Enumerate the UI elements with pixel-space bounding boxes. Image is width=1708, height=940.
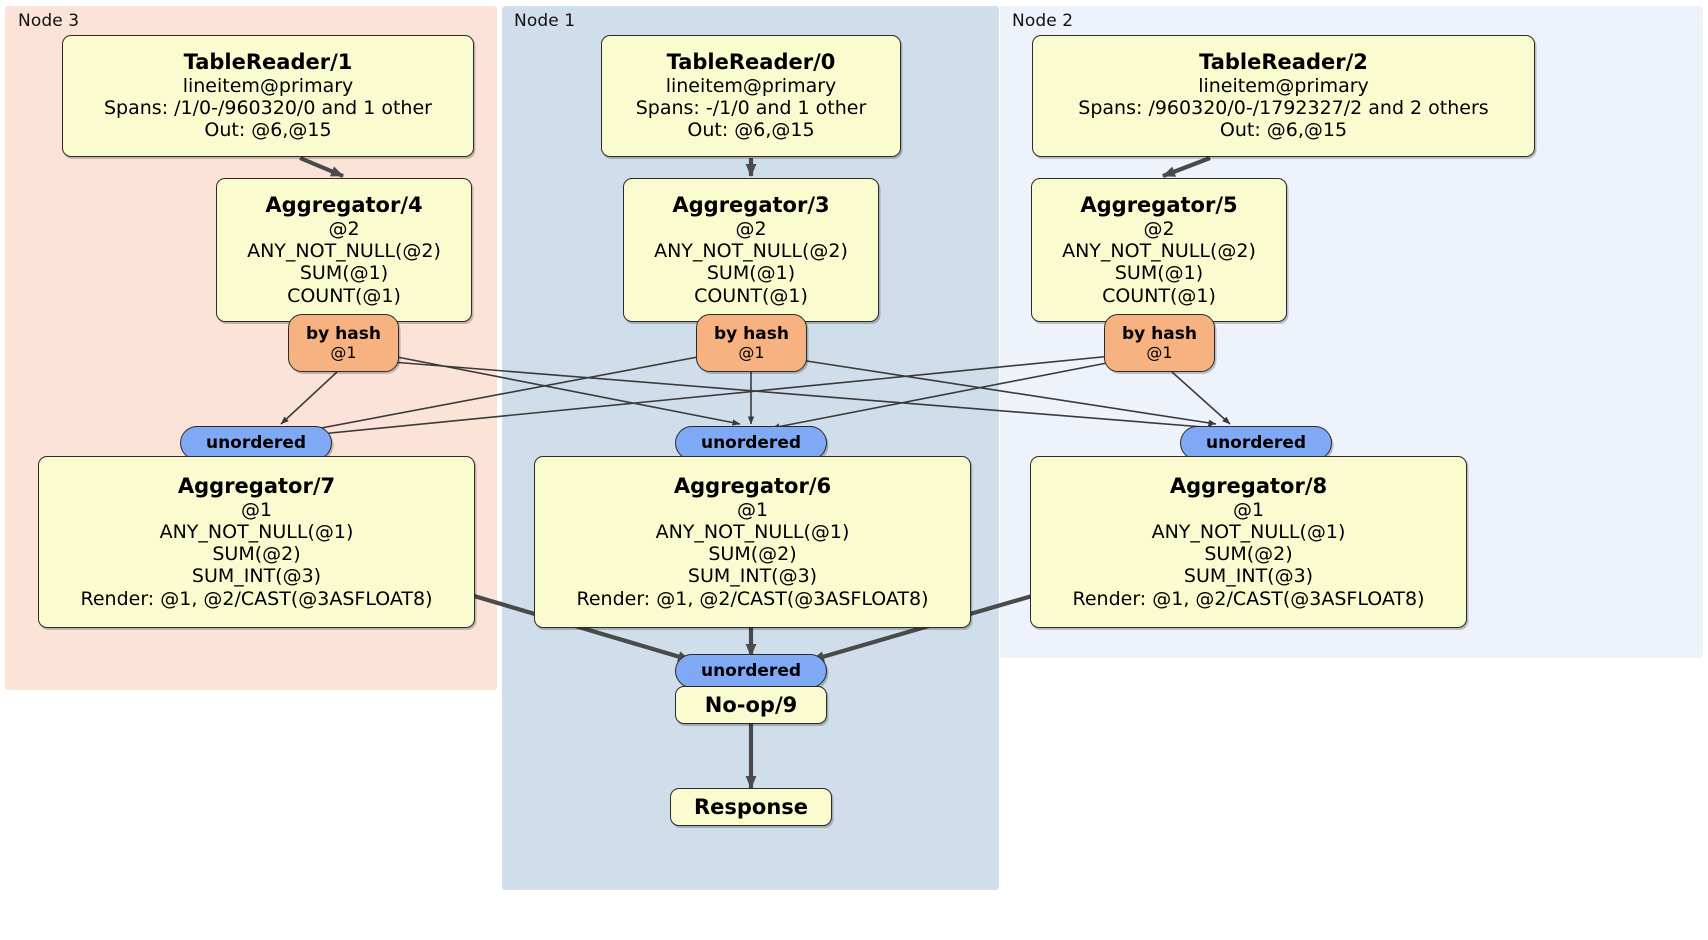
processor-table-reader-2[interactable]: TableReader/2 lineitem@primary Spans: /9… (1032, 35, 1535, 157)
processor-render-line: Render: @1, @2/CAST(@3ASFLOAT8) (1072, 587, 1425, 610)
processor-line: lineitem@primary (1198, 75, 1369, 98)
processor-line: SUM(@2) (708, 543, 797, 566)
processor-title: TableReader/2 (1199, 50, 1368, 75)
processor-title: Aggregator/3 (672, 193, 830, 218)
node-label-node1: Node 1 (514, 11, 576, 31)
router-column: @1 (330, 342, 357, 362)
processor-title: Aggregator/5 (1080, 193, 1238, 218)
processor-line: SUM_INT(@3) (1183, 565, 1314, 588)
processor-line: ANY_NOT_NULL(@1) (1151, 521, 1346, 544)
processor-line: SUM_INT(@3) (191, 565, 322, 588)
processor-line: COUNT(@1) (287, 284, 401, 307)
processor-line: COUNT(@1) (694, 284, 808, 307)
processor-table-reader-0[interactable]: TableReader/0 lineitem@primary Spans: -/… (601, 35, 901, 157)
processor-title: TableReader/1 (183, 50, 353, 75)
processor-aggregator-4[interactable]: Aggregator/4 @2 ANY_NOT_NULL(@2) SUM(@1)… (216, 178, 472, 322)
processor-aggregator-6[interactable]: Aggregator/6 @1 ANY_NOT_NULL(@1) SUM(@2)… (534, 456, 971, 628)
processor-line: Out: @6,@15 (204, 119, 332, 142)
processor-title: Aggregator/6 (673, 474, 832, 499)
processor-line: COUNT(@1) (1102, 284, 1216, 307)
router-column: @1 (738, 342, 765, 362)
processor-line: Spans: /1/0-/960320/0 and 1 other (104, 97, 432, 120)
processor-response[interactable]: Response (670, 788, 832, 826)
processor-line: @1 (1232, 498, 1265, 521)
processor-line: @2 (1143, 217, 1175, 240)
processor-aggregator-8[interactable]: Aggregator/8 @1 ANY_NOT_NULL(@1) SUM(@2)… (1030, 456, 1467, 628)
receiver-label: unordered (205, 432, 307, 453)
processor-aggregator-3[interactable]: Aggregator/3 @2 ANY_NOT_NULL(@2) SUM(@1)… (623, 178, 879, 322)
processor-title: TableReader/0 (666, 50, 836, 75)
receiver-label: unordered (700, 660, 802, 681)
hash-router-center[interactable]: by hash @1 (696, 314, 807, 372)
processor-line: ANY_NOT_NULL(@1) (655, 521, 850, 544)
processor-line: Out: @6,@15 (687, 119, 815, 142)
processor-line: SUM(@1) (299, 262, 389, 285)
processor-line: SUM(@1) (706, 262, 796, 285)
processor-aggregator-5[interactable]: Aggregator/5 @2 ANY_NOT_NULL(@2) SUM(@1)… (1031, 178, 1287, 322)
processor-table-reader-1[interactable]: TableReader/1 lineitem@primary Spans: /1… (62, 35, 474, 157)
router-kind: by hash (1122, 323, 1197, 344)
processor-line: ANY_NOT_NULL(@2) (247, 240, 441, 263)
node-label-node2: Node 2 (1012, 11, 1074, 31)
processor-title: Aggregator/7 (177, 474, 336, 499)
processor-aggregator-7[interactable]: Aggregator/7 @1 ANY_NOT_NULL(@1) SUM(@2)… (38, 456, 475, 628)
processor-line: SUM(@2) (1204, 543, 1293, 566)
unordered-receiver-left[interactable]: unordered (180, 426, 332, 460)
router-kind: by hash (306, 323, 381, 344)
unordered-receiver-right[interactable]: unordered (1180, 426, 1332, 460)
unordered-receiver-final[interactable]: unordered (675, 654, 827, 688)
processor-line: SUM(@1) (1114, 262, 1204, 285)
processor-line: SUM(@2) (212, 543, 301, 566)
hash-router-right[interactable]: by hash @1 (1104, 314, 1215, 372)
processor-line: lineitem@primary (182, 75, 354, 98)
processor-line: SUM_INT(@3) (687, 565, 818, 588)
router-column: @1 (1146, 342, 1173, 362)
processor-render-line: Render: @1, @2/CAST(@3ASFLOAT8) (80, 587, 433, 610)
receiver-label: unordered (700, 432, 802, 453)
processor-line: ANY_NOT_NULL(@2) (654, 240, 848, 263)
processor-line: @1 (240, 498, 273, 521)
processor-render-line: Render: @1, @2/CAST(@3ASFLOAT8) (576, 587, 929, 610)
processor-title: Aggregator/8 (1169, 474, 1328, 499)
processor-title: No-op/9 (704, 692, 798, 717)
processor-line: @1 (736, 498, 769, 521)
node-label-node3: Node 3 (18, 11, 80, 31)
processor-line: lineitem@primary (665, 75, 837, 98)
processor-line: @2 (735, 217, 767, 240)
processor-line: Spans: /960320/0-/1792327/2 and 2 others (1078, 97, 1489, 120)
receiver-label: unordered (1205, 432, 1307, 453)
processor-no-op-9[interactable]: No-op/9 (675, 686, 827, 724)
processor-line: @2 (328, 217, 360, 240)
processor-line: Spans: -/1/0 and 1 other (635, 97, 867, 120)
processor-line: ANY_NOT_NULL(@2) (1062, 240, 1256, 263)
processor-line: ANY_NOT_NULL(@1) (159, 521, 354, 544)
router-kind: by hash (714, 323, 789, 344)
unordered-receiver-center[interactable]: unordered (675, 426, 827, 460)
hash-router-left[interactable]: by hash @1 (288, 314, 399, 372)
processor-title: Aggregator/4 (265, 193, 423, 218)
processor-line: Out: @6,@15 (1219, 119, 1348, 142)
processor-title: Response (693, 794, 809, 819)
